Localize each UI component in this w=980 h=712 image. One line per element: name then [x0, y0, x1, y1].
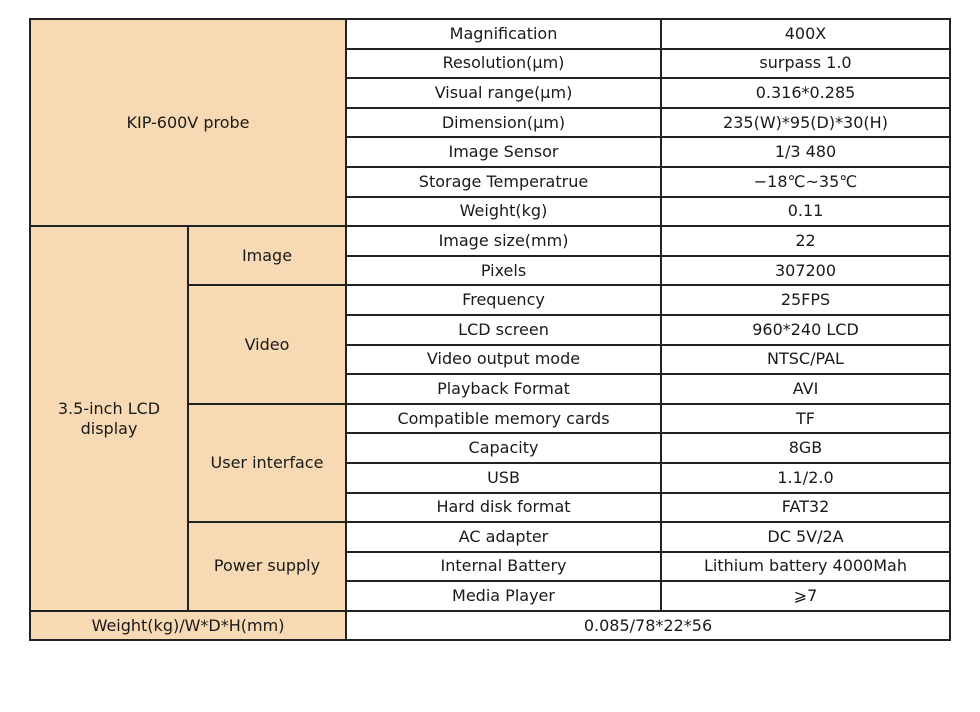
table-row: Weight(kg) 0.11	[30, 195, 951, 228]
param-cell: Visual range(μm)	[345, 77, 662, 109]
param-cell: Magnification	[345, 18, 662, 50]
table-row: Pixels 307200	[30, 254, 951, 287]
value-cell: ⩾7	[660, 580, 951, 612]
value-cell: surpass 1.0	[660, 47, 951, 80]
value-cell: 400X	[660, 18, 951, 50]
value-cell: 960*240 LCD	[660, 313, 951, 346]
table-row: User interface Compatible memory cards T…	[30, 402, 951, 524]
param-cell: Internal Battery	[345, 550, 662, 583]
value-cell: 1.1/2.0	[660, 461, 951, 494]
value-cell: NTSC/PAL	[660, 343, 951, 376]
footer-label-cell: Weight(kg)/W*D*H(mm)	[29, 609, 347, 642]
value-cell: DC 5V/2A	[660, 521, 951, 553]
param-cell: AC adapter	[345, 521, 662, 553]
param-cell: Compatible memory cards	[345, 402, 662, 435]
group-video-cell: Video	[187, 284, 347, 405]
table-row: KIP-600V probe Magnification 400X	[29, 17, 951, 228]
param-cell: Image Sensor	[345, 136, 662, 168]
group-user-interface-cell: User interface	[187, 402, 347, 524]
value-cell: FAT32	[660, 491, 951, 524]
param-cell: Capacity	[345, 432, 662, 464]
table-row: Playback Format AVI	[30, 373, 951, 405]
value-cell: 0.316*0.285	[660, 77, 951, 109]
probe-category-label: KIP-600V probe	[126, 112, 250, 132]
table-row: Dimension(μm) 235(W)*95(D)*30(H)	[30, 106, 951, 139]
param-cell: Storage Temperatrue	[345, 165, 662, 198]
table-row: Media Player ⩾7	[30, 580, 951, 612]
value-cell: 25FPS	[660, 284, 951, 316]
table-row: Video output mode NTSC/PAL	[30, 343, 951, 376]
param-cell: Resolution(μm)	[345, 47, 662, 80]
table-row: Storage Temperatrue −18℃~35℃	[30, 165, 951, 198]
param-cell: Pixels	[345, 254, 662, 287]
table-row: Resolution(μm) surpass 1.0	[30, 47, 951, 80]
table-row: Visual range(μm) 0.316*0.285	[30, 77, 951, 109]
table-row: Image Sensor 1/3 480	[30, 136, 951, 168]
spec-table: KIP-600V probe Magnification 400X Resolu…	[29, 17, 951, 642]
param-cell: Video output mode	[345, 343, 662, 376]
value-cell: 307200	[660, 254, 951, 287]
display-category-cell: 3.5-inch LCD display	[29, 225, 189, 612]
value-cell: TF	[660, 402, 951, 435]
param-cell: Playback Format	[345, 373, 662, 405]
display-category-line2: display	[80, 418, 138, 438]
value-cell: 22	[660, 225, 951, 257]
param-cell: USB	[345, 461, 662, 494]
param-cell: Image size(mm)	[345, 225, 662, 257]
group-image-cell: Image	[187, 225, 347, 287]
table-row: LCD screen 960*240 LCD	[30, 313, 951, 346]
value-cell: 8GB	[660, 432, 951, 464]
probe-category-cell: KIP-600V probe	[29, 17, 347, 228]
value-cell: −18℃~35℃	[660, 165, 951, 198]
param-cell: LCD screen	[345, 313, 662, 346]
value-cell: 235(W)*95(D)*30(H)	[660, 106, 951, 139]
table-row: Weight(kg)/W*D*H(mm) 0.085/78*22*56	[29, 609, 951, 642]
value-cell: 1/3 480	[660, 136, 951, 168]
value-cell: 0.11	[660, 195, 951, 228]
group-power-supply-cell: Power supply	[187, 521, 347, 612]
display-category-line1: 3.5-inch LCD	[57, 398, 161, 418]
table-row: Internal Battery Lithium battery 4000Mah	[30, 550, 951, 583]
param-cell: Media Player	[345, 580, 662, 612]
table-row: Video Frequency 25FPS	[30, 284, 951, 405]
param-cell: Weight(kg)	[345, 195, 662, 228]
value-cell: Lithium battery 4000Mah	[660, 550, 951, 583]
param-cell: Hard disk format	[345, 491, 662, 524]
param-cell: Dimension(μm)	[345, 106, 662, 139]
table-row: 3.5-inch LCD display Image Image size(mm…	[29, 225, 951, 612]
table-row: USB 1.1/2.0	[30, 461, 951, 494]
table-row: Power supply AC adapter DC 5V/2A	[30, 521, 951, 612]
param-cell: Frequency	[345, 284, 662, 316]
value-cell: AVI	[660, 373, 951, 405]
footer-value-cell: 0.085/78*22*56	[345, 609, 951, 642]
table-row: Hard disk format FAT32	[30, 491, 951, 524]
table-row: Capacity 8GB	[30, 432, 951, 464]
